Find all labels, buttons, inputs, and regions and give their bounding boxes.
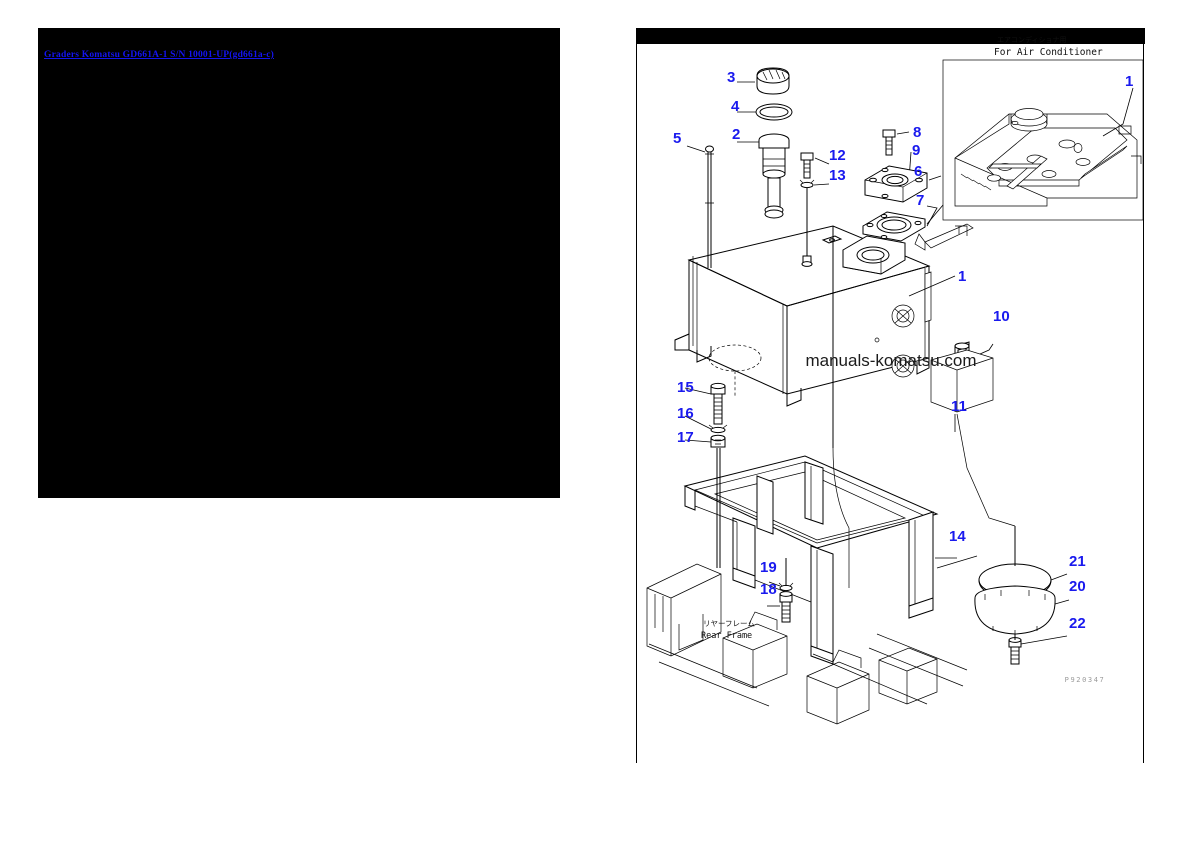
callout-4: 4 [731,98,740,115]
part-6-flange [864,165,942,203]
image-placeholder-panel: Graders Komatsu GD661A-1 S/N 10001-UP(gd… [38,28,560,498]
callout-1: 1 [958,268,966,285]
part-7-gasket [862,204,944,242]
inset-title-jp: エアコンディショナ用 [997,35,1067,44]
part-20-bowl [974,585,1070,635]
part-22-bolt [1008,634,1068,665]
part-19-washer [768,558,794,592]
callout-6: 6 [914,163,922,180]
part-16-washer [684,415,728,434]
callout-22: 22 [1069,615,1086,632]
part-3-cap [737,67,790,95]
rear-frame-outline: リヤーフレーム Rear Frame [646,563,968,725]
rear-frame-label-en: Rear Frame [701,631,752,641]
exploded-parts-drawing: 1 エアコンディショナ用 For Air Conditioner [646,35,1144,725]
callout-21: 21 [1069,553,1086,570]
part-17-nut [684,434,726,568]
callout-3: 3 [727,69,735,86]
part-2-filler [737,133,790,219]
watermark-text: manuals-komatsu.com [805,351,976,370]
callout-7: 7 [916,192,924,209]
frame-edge-line [936,555,978,569]
rear-frame-label-jp: リヤーフレーム [703,619,755,628]
callout-12: 12 [829,147,846,164]
tank-center-rod-lower [832,447,850,588]
callout-5: 5 [673,130,681,147]
callout-17: 17 [677,429,694,446]
inset-air-conditioner: 1 エアコンディショナ用 For Air Conditioner [942,35,1144,236]
callout-14: 14 [949,528,966,545]
part-5-dipstick [686,145,714,268]
callout-18: 18 [760,581,777,598]
part-14-support-frame [683,455,957,665]
callout-10: 10 [993,308,1010,325]
part-11-bracket [930,349,994,432]
assembly-direction-arrow [914,223,974,251]
parts-diagram-panel: 1 エアコンディショナ用 For Air Conditioner [636,28,1145,763]
callout-8: 8 [913,124,921,141]
callout-9: 9 [912,142,920,159]
inset-title-en: For Air Conditioner [994,47,1103,58]
catalog-title-link[interactable]: Graders Komatsu GD661A-1 S/N 10001-UP(gd… [44,50,274,60]
part-15-bolt [684,382,726,425]
drawing-code: P920347 [1065,676,1106,684]
drain-hose [956,413,1016,527]
callout-11: 11 [951,398,967,415]
callout-15: 15 [677,379,694,396]
part-1-hydraulic-tank [674,225,956,407]
inset-callout-1: 1 [1125,73,1133,90]
part-8-bolt [882,129,910,156]
callout-19: 19 [760,559,777,576]
part-4-oring [737,103,793,121]
callout-16: 16 [677,405,694,422]
part-13-washer [799,179,830,267]
part-18-bolt [767,591,793,623]
part-12-bolt [800,152,830,179]
callout-20: 20 [1069,578,1086,595]
diagram-header-bar [637,28,1145,44]
callout-13: 13 [829,167,846,184]
callout-2: 2 [732,126,740,143]
